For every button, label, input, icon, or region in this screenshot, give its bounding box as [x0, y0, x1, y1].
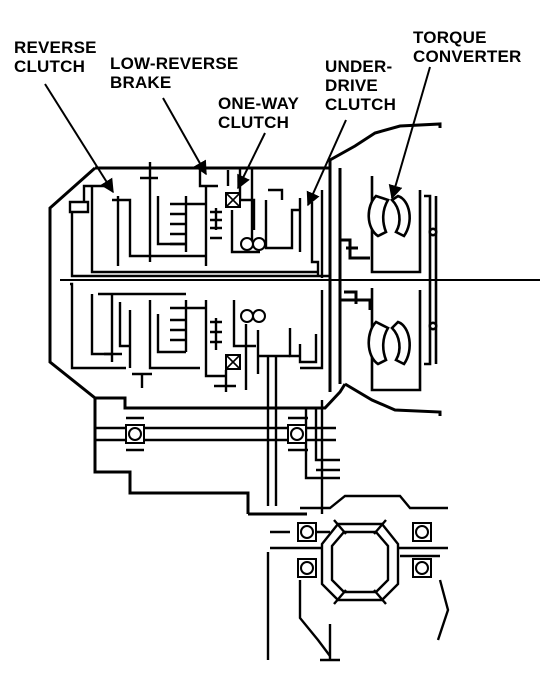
- lower-clutch-pack: [70, 282, 324, 506]
- bearing-diff-lower-left: [297, 558, 317, 578]
- converter-housing-wall: [328, 168, 372, 392]
- leader-low-reverse-brake: [162, 97, 207, 176]
- bearing-upper-right: [252, 237, 266, 251]
- impeller-upper: [389, 194, 411, 238]
- upper-clutch-pack: [68, 162, 330, 278]
- transmission-case: [48, 122, 442, 516]
- impeller-lower: [390, 320, 411, 366]
- turbine-lower: [367, 320, 390, 366]
- bearing-diff-upper-right: [412, 522, 432, 542]
- transfer-shaft: [96, 400, 340, 514]
- bearing-transfer-left: [125, 424, 145, 444]
- differential-assembly: [266, 494, 450, 662]
- label-reverse-clutch: REVERSE CLUTCH: [14, 38, 97, 76]
- leader-underdrive-clutch: [306, 119, 347, 207]
- one-way-clutch-lower: [225, 354, 241, 370]
- leader-one-way-clutch: [237, 132, 266, 190]
- label-torque-converter: TORQUE CONVERTER: [413, 28, 522, 66]
- main-bearings: [240, 237, 266, 323]
- torque-converter: [367, 176, 438, 392]
- bearing-transfer-right: [287, 424, 307, 444]
- bearing-diff-lower-right: [412, 558, 432, 578]
- bearing-lower-right: [252, 309, 266, 323]
- converter-lockup-upper: [428, 227, 438, 237]
- bearing-lower-left: [240, 309, 254, 323]
- bearing-diff-upper-left: [297, 522, 317, 542]
- label-underdrive-clutch: UNDER- DRIVE CLUTCH: [325, 57, 397, 114]
- differential-case: [320, 522, 400, 602]
- one-way-clutch-upper: [225, 192, 241, 208]
- bearing-upper-left: [240, 237, 254, 251]
- leader-reverse-clutch: [44, 83, 114, 194]
- converter-lockup-lower: [428, 321, 438, 331]
- leader-lines: [44, 66, 431, 207]
- label-low-reverse-brake: LOW-REVERSE BRAKE: [110, 54, 239, 92]
- label-one-way-clutch: ONE-WAY CLUTCH: [218, 94, 300, 132]
- turbine-upper: [367, 194, 390, 238]
- leader-torque-converter: [388, 66, 431, 200]
